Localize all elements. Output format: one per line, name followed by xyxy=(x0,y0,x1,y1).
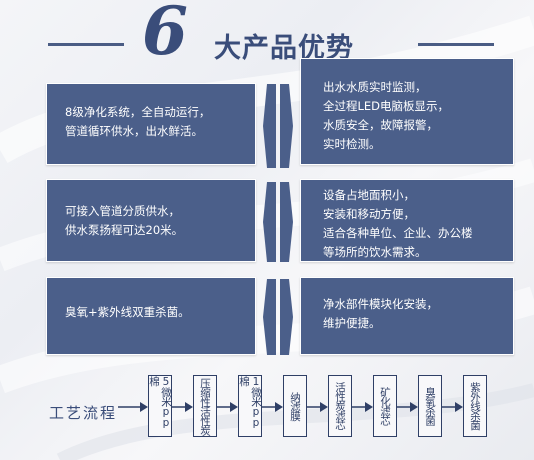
process-label: 工艺流程 xyxy=(49,404,118,422)
arrow-right-icon xyxy=(172,402,193,412)
process-step-label: 1微米pp棉 xyxy=(238,376,262,428)
title-rule-right xyxy=(418,43,494,46)
double-arrow-icon xyxy=(263,84,293,168)
feature-box-installation: 设备占地面积小， 安装和移动方便， 适合各种单位、企业、办公楼 等场所的饮水需求… xyxy=(300,179,514,262)
feature-line: 设备占地面积小， xyxy=(323,188,415,202)
title-number: 6 xyxy=(142,0,188,70)
process-step: 臭氧杀菌 xyxy=(418,375,442,437)
process-step-label: 紫外线杀菌 xyxy=(469,382,481,430)
process-step: 活性炭滤芯 xyxy=(328,375,352,437)
arrow-right-icon xyxy=(118,402,148,412)
process-step: 1微米pp棉 xyxy=(238,375,262,437)
feature-box-sterilization: 臭氧+紫外线双重杀菌。 xyxy=(46,277,256,355)
feature-line: 安装和移动方便， xyxy=(323,207,415,221)
feature-line: 出水水质实时监测， xyxy=(323,80,427,94)
feature-line: 臭氧+紫外线双重杀菌。 xyxy=(65,305,190,319)
process-step-label: 臭氧杀菌 xyxy=(424,387,436,425)
title-rule-left xyxy=(48,43,124,46)
feature-line: 供水泵扬程可达20米。 xyxy=(65,223,184,237)
feature-line: 水质安全，故障报警， xyxy=(323,118,438,132)
feature-box-purification: 8级净化系统，全自动运行， 管道循环供水，出水鲜活。 xyxy=(46,83,256,165)
feature-box-pipeline: 可接入管道分质供水， 供水泵扬程可达20米。 xyxy=(46,179,256,262)
double-arrow-icon xyxy=(263,279,293,355)
feature-line: 管道循环供水，出水鲜活。 xyxy=(65,124,203,138)
arrow-right-icon xyxy=(307,402,328,412)
process-step-label: 5微米pp棉 xyxy=(148,376,172,428)
process-step: 压缩性活性炭 xyxy=(193,375,217,437)
process-step-label: 矿化滤芯 xyxy=(379,387,391,425)
process-step: 矿化滤芯 xyxy=(373,375,397,437)
arrow-right-icon xyxy=(352,402,373,412)
feature-line: 维护便捷。 xyxy=(323,316,381,330)
process-step-label: 纳滤膜 xyxy=(289,391,301,421)
feature-line: 全过程LED电脑板显示， xyxy=(323,99,450,113)
process-step: 紫外线杀菌 xyxy=(463,375,487,437)
feature-line: 适合各种单位、企业、办公楼 xyxy=(323,226,473,240)
feature-line: 净水部件模块化安装， xyxy=(323,297,438,311)
process-step-label: 压缩性活性炭 xyxy=(199,377,211,435)
feature-line: 实时检测。 xyxy=(323,137,381,151)
feature-line: 等场所的饮水需求。 xyxy=(323,245,427,259)
feature-box-maintenance: 净水部件模块化安装， 维护便捷。 xyxy=(300,277,514,355)
process-step: 5微米pp棉 xyxy=(148,375,172,437)
arrow-right-icon xyxy=(217,402,238,412)
feature-line: 8级净化系统，全自动运行， xyxy=(65,105,211,119)
arrow-right-icon xyxy=(262,402,283,412)
feature-box-monitoring: 出水水质实时监测， 全过程LED电脑板显示， 水质安全，故障报警， 实时检测。 xyxy=(300,58,514,165)
arrow-right-icon xyxy=(442,402,463,412)
arrow-right-icon xyxy=(397,402,418,412)
double-arrow-icon xyxy=(263,182,293,262)
feature-line: 可接入管道分质供水， xyxy=(65,204,180,218)
process-step: 纳滤膜 xyxy=(283,375,307,437)
process-step-label: 活性炭滤芯 xyxy=(334,382,346,430)
